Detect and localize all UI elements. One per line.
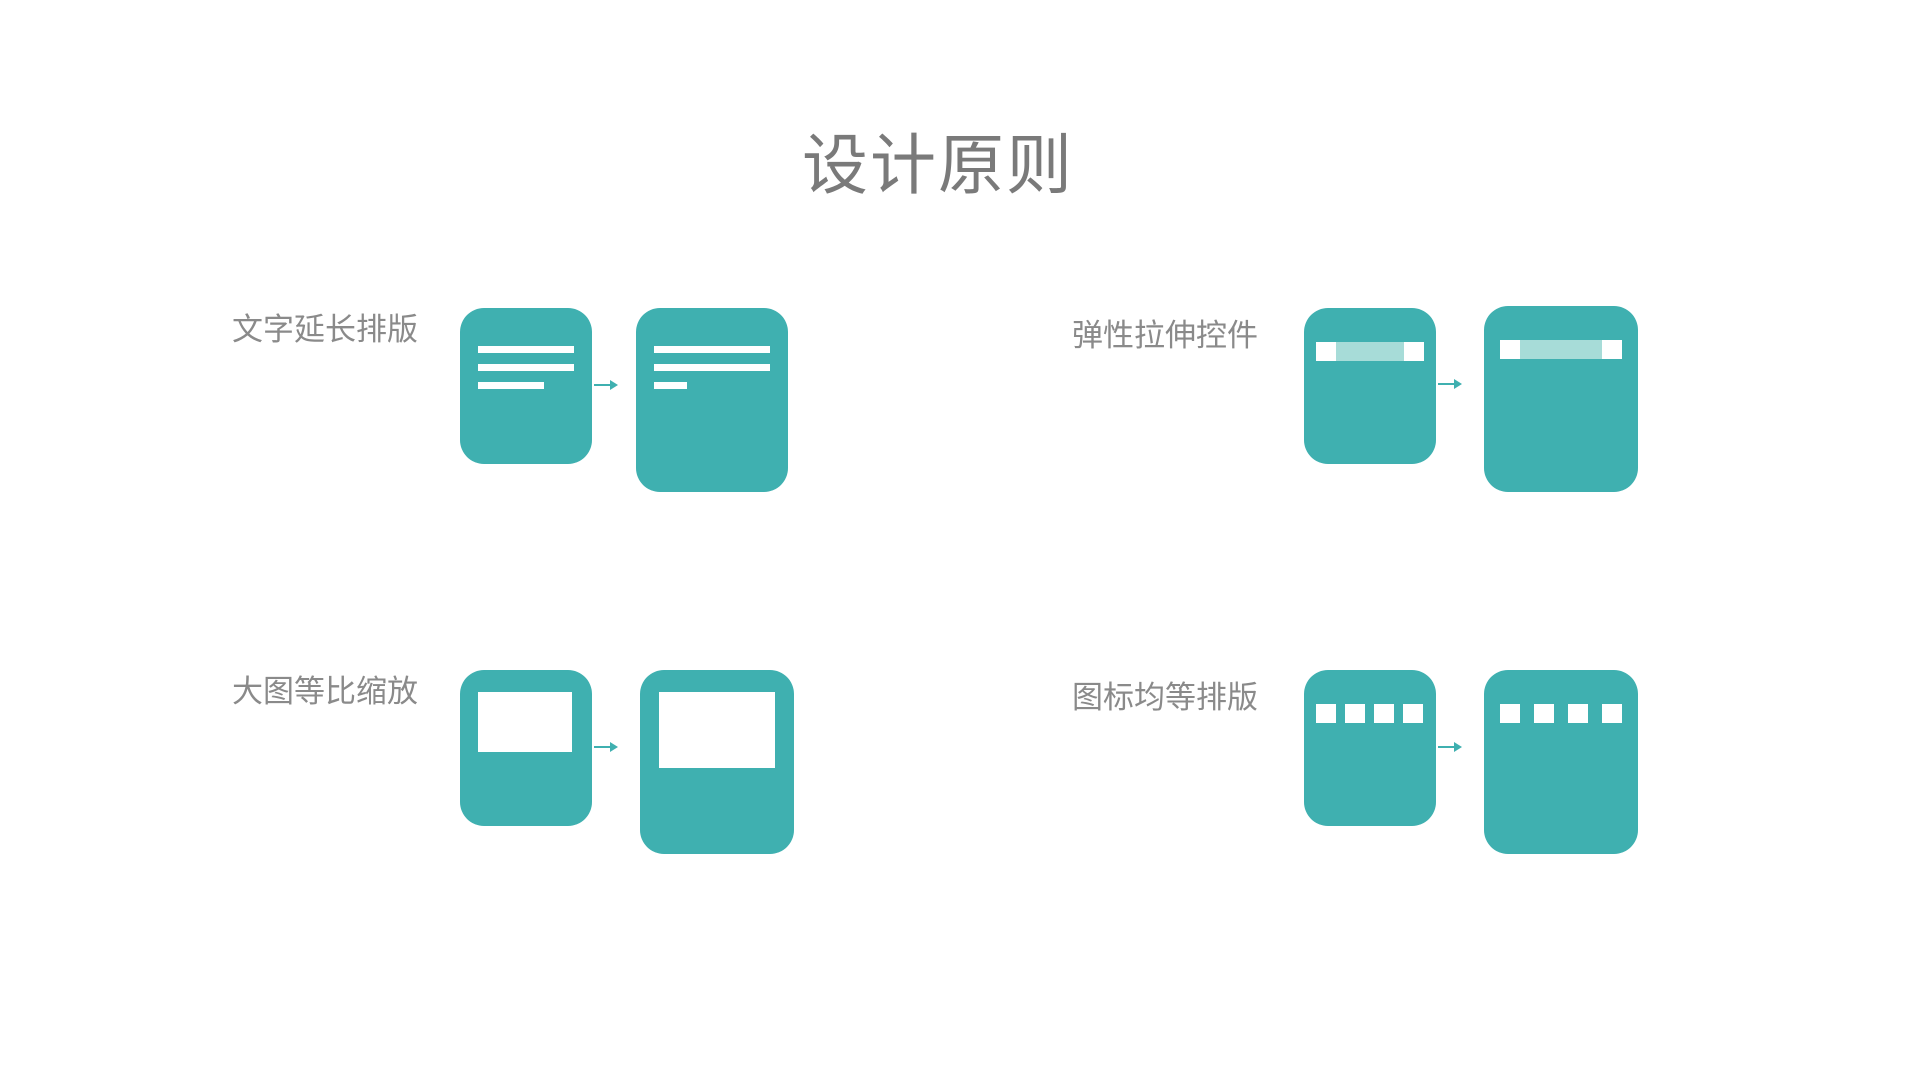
- slider-cap-right: [1404, 342, 1424, 361]
- app-icon: [1345, 704, 1365, 723]
- arrow-right-icon: [594, 380, 618, 390]
- slider-cap-right: [1602, 340, 1622, 359]
- text-line: [478, 382, 544, 389]
- slider-cap-left: [1500, 340, 1520, 359]
- large-card: [1484, 670, 1638, 854]
- app-icon: [1316, 704, 1336, 723]
- text-line: [478, 364, 574, 371]
- text-line: [654, 382, 687, 389]
- principle-label: 弹性拉伸控件: [1072, 318, 1258, 354]
- app-icon: [1403, 704, 1423, 723]
- small-card: [1304, 670, 1436, 826]
- small-card: [460, 308, 592, 464]
- small-card: [1304, 308, 1436, 464]
- arrow-right-icon: [594, 742, 618, 752]
- page-title: 设计原则: [802, 127, 1074, 204]
- app-icon: [1568, 704, 1588, 723]
- principle-label: 文字延长排版: [232, 312, 418, 348]
- app-icon: [1500, 704, 1520, 723]
- principle-label: 大图等比缩放: [232, 674, 418, 710]
- app-icon: [1534, 704, 1554, 723]
- text-line: [654, 346, 770, 353]
- principle-icon-equal: 图标均等排版: [0, 0, 1638, 854]
- large-card: [640, 670, 794, 854]
- slider-track: [1316, 342, 1424, 361]
- arrow-right-icon: [1438, 379, 1462, 389]
- slider-track: [1500, 340, 1622, 359]
- image-placeholder: [478, 692, 572, 752]
- arrow-right-icon: [1438, 742, 1462, 752]
- text-line: [654, 364, 770, 371]
- large-card: [1484, 306, 1638, 492]
- principle-text-extend: 文字延长排版: [0, 0, 960, 492]
- image-placeholder: [659, 692, 775, 768]
- small-card: [460, 670, 592, 826]
- slider-cap-left: [1316, 342, 1336, 361]
- large-card: [636, 308, 788, 492]
- principle-label: 图标均等排版: [1072, 680, 1258, 716]
- principle-elastic-stretch: 弹性拉伸控件: [0, 0, 1638, 492]
- app-icon: [1602, 704, 1622, 723]
- app-icon: [1374, 704, 1394, 723]
- principle-image-scale: 大图等比缩放: [0, 0, 960, 854]
- text-line: [478, 346, 574, 353]
